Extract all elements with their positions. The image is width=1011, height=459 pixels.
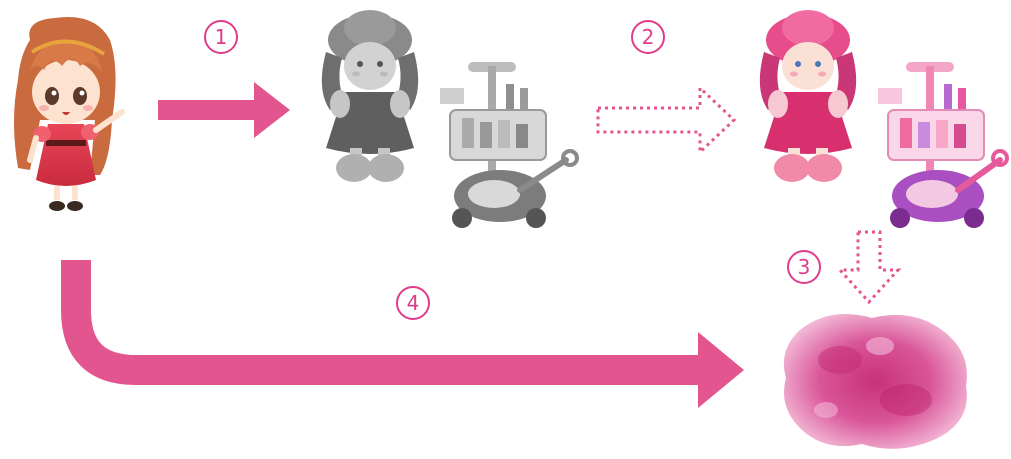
pink-watercolor-stain-icon — [784, 314, 967, 449]
step-label-4: 4 — [396, 286, 430, 320]
step-label-1: 1 — [204, 20, 238, 54]
arrow-step-1 — [158, 82, 290, 138]
grayscale-cleaning-cart-icon — [440, 62, 577, 228]
arrow-step-4 — [76, 260, 744, 408]
arrow-step-2 — [598, 88, 734, 152]
arrow-step-3 — [840, 232, 898, 302]
step-label-2: 2 — [631, 20, 665, 54]
pink-doll-icon — [760, 10, 856, 182]
pink-cleaning-cart-icon — [878, 62, 1007, 228]
step-label-3: 3 — [787, 250, 821, 284]
anime-girl-icon — [14, 17, 122, 211]
grayscale-doll-icon — [322, 10, 418, 182]
